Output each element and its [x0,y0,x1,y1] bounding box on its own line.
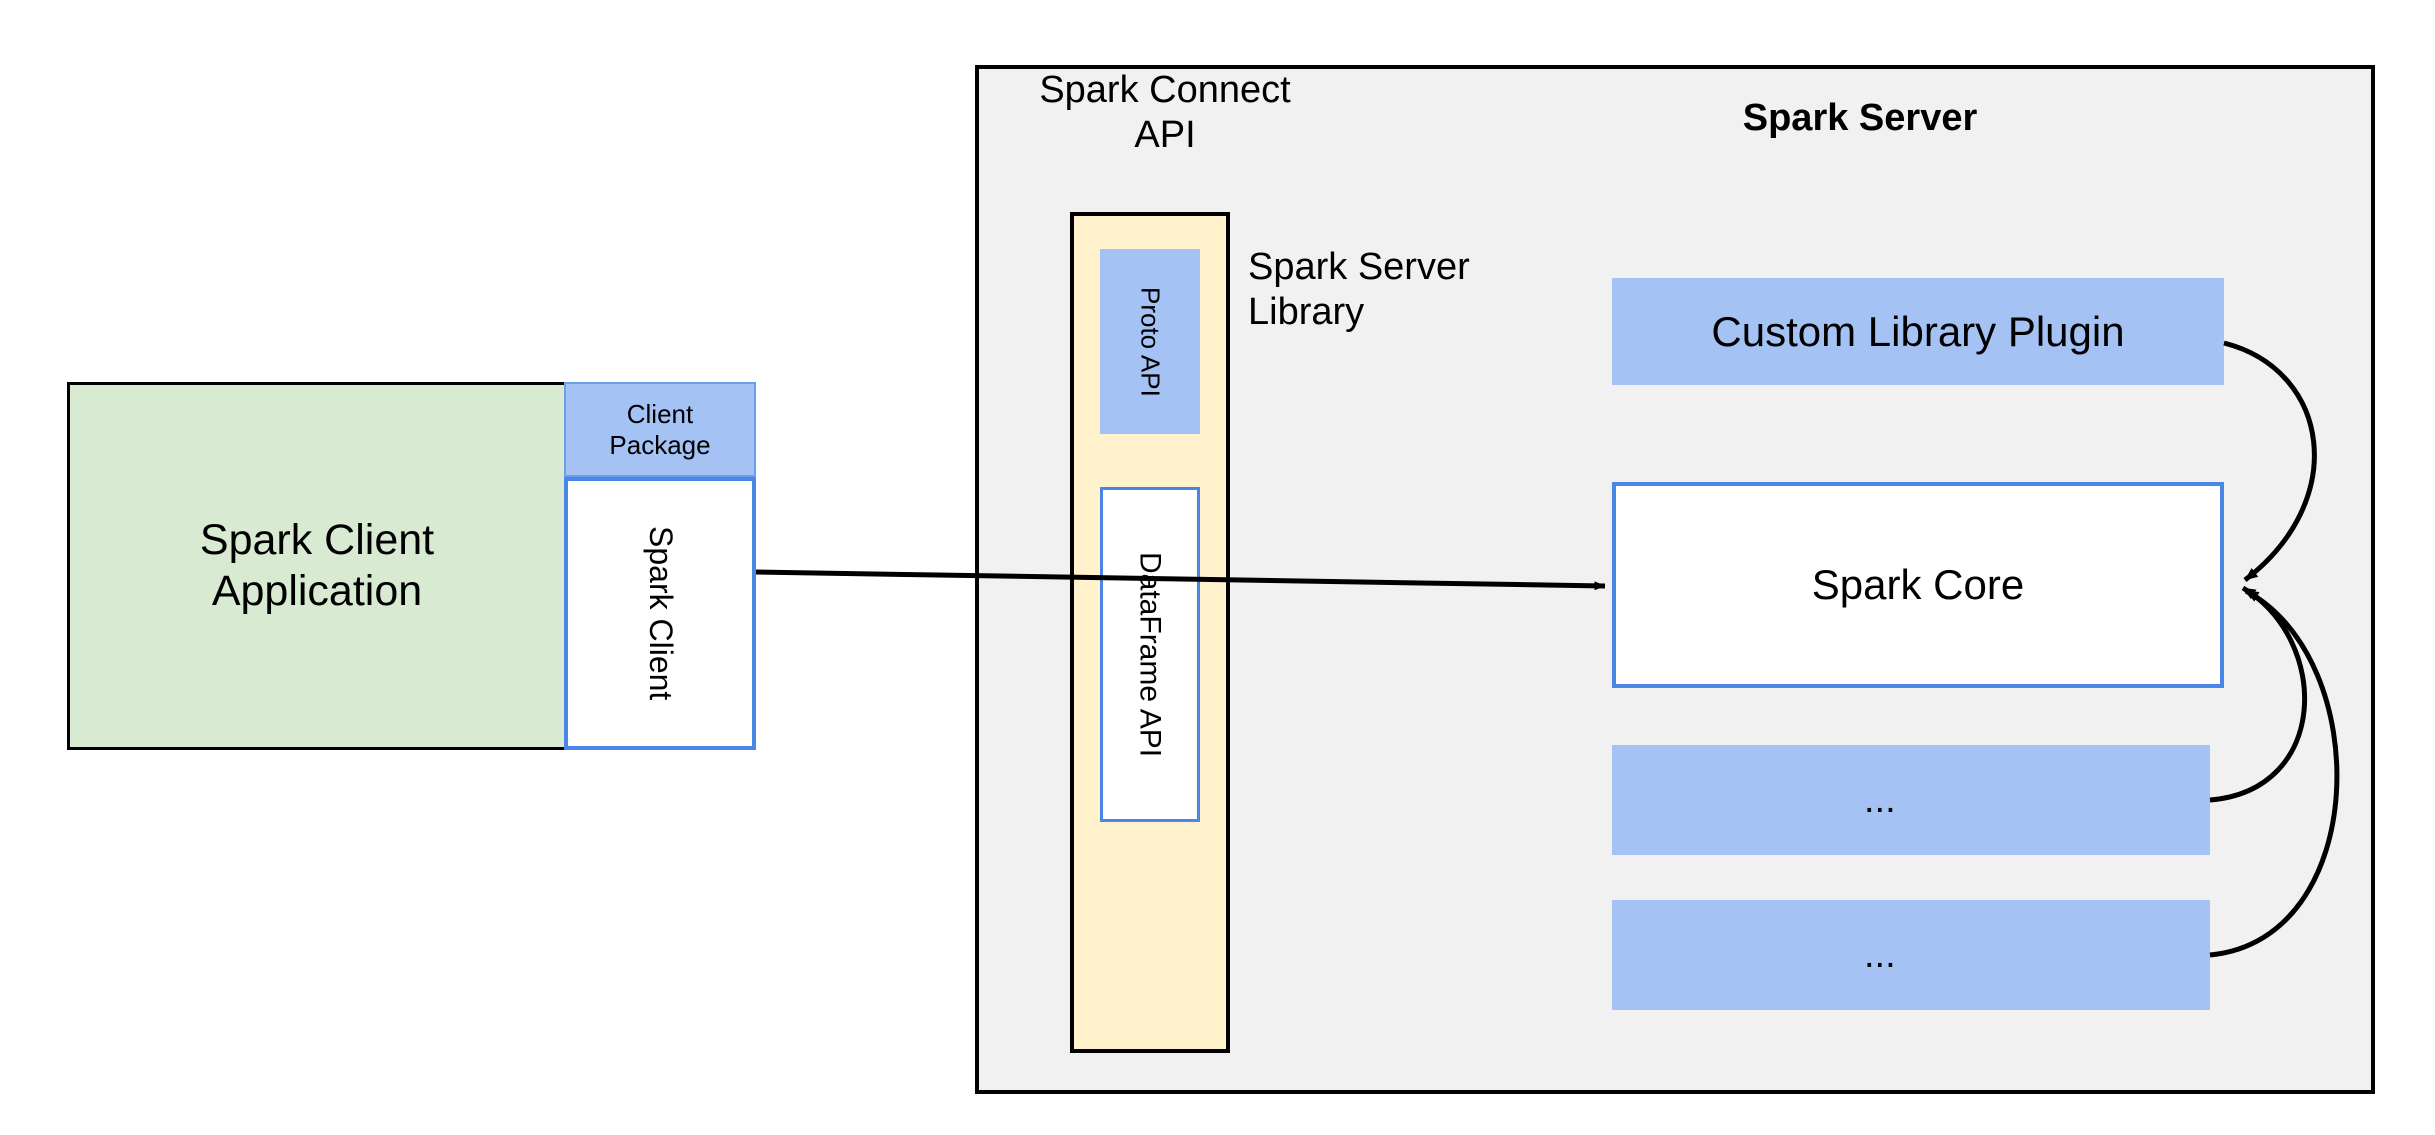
spark-connect-api-title: Spark Connect API [1015,68,1315,158]
spark-server-library-caption-text: Spark Server Library [1248,246,1470,333]
spark-client-box[interactable]: Spark Client [564,477,756,750]
spark-core-label: Spark Core [1811,561,2025,609]
module-ellipsis-box-2[interactable]: ... [1612,900,2210,1010]
dataframe-api-label: DataFrame API [1133,551,1167,758]
spark-server-library-caption: Spark Server Library [1248,245,1578,345]
client-package-label: Client Package [609,398,711,460]
client-package-box[interactable]: Client Package [564,382,756,477]
proto-api-label: Proto API [1135,286,1166,397]
spark-client-application-box[interactable]: Spark Client Application [67,382,567,750]
proto-api-box[interactable]: Proto API [1100,249,1200,434]
module-ellipsis-label-2: ... [1864,933,1896,976]
spark-core-box[interactable]: Spark Core [1612,482,2224,688]
module-ellipsis-box-1[interactable]: ... [1612,745,2210,855]
spark-connect-api-title-text: Spark Connect API [1039,69,1291,156]
module-ellipsis-label-1: ... [1864,778,1896,821]
spark-server-title-text: Spark Server [1742,96,1978,139]
spark-client-application-label: Spark Client Application [199,516,435,615]
dataframe-api-box[interactable]: DataFrame API [1100,487,1200,822]
spark-client-label: Spark Client [642,526,679,701]
spark-server-title: Spark Server [1660,93,2060,143]
custom-library-plugin-label: Custom Library Plugin [1711,307,2125,355]
custom-library-plugin-box[interactable]: Custom Library Plugin [1612,278,2224,385]
